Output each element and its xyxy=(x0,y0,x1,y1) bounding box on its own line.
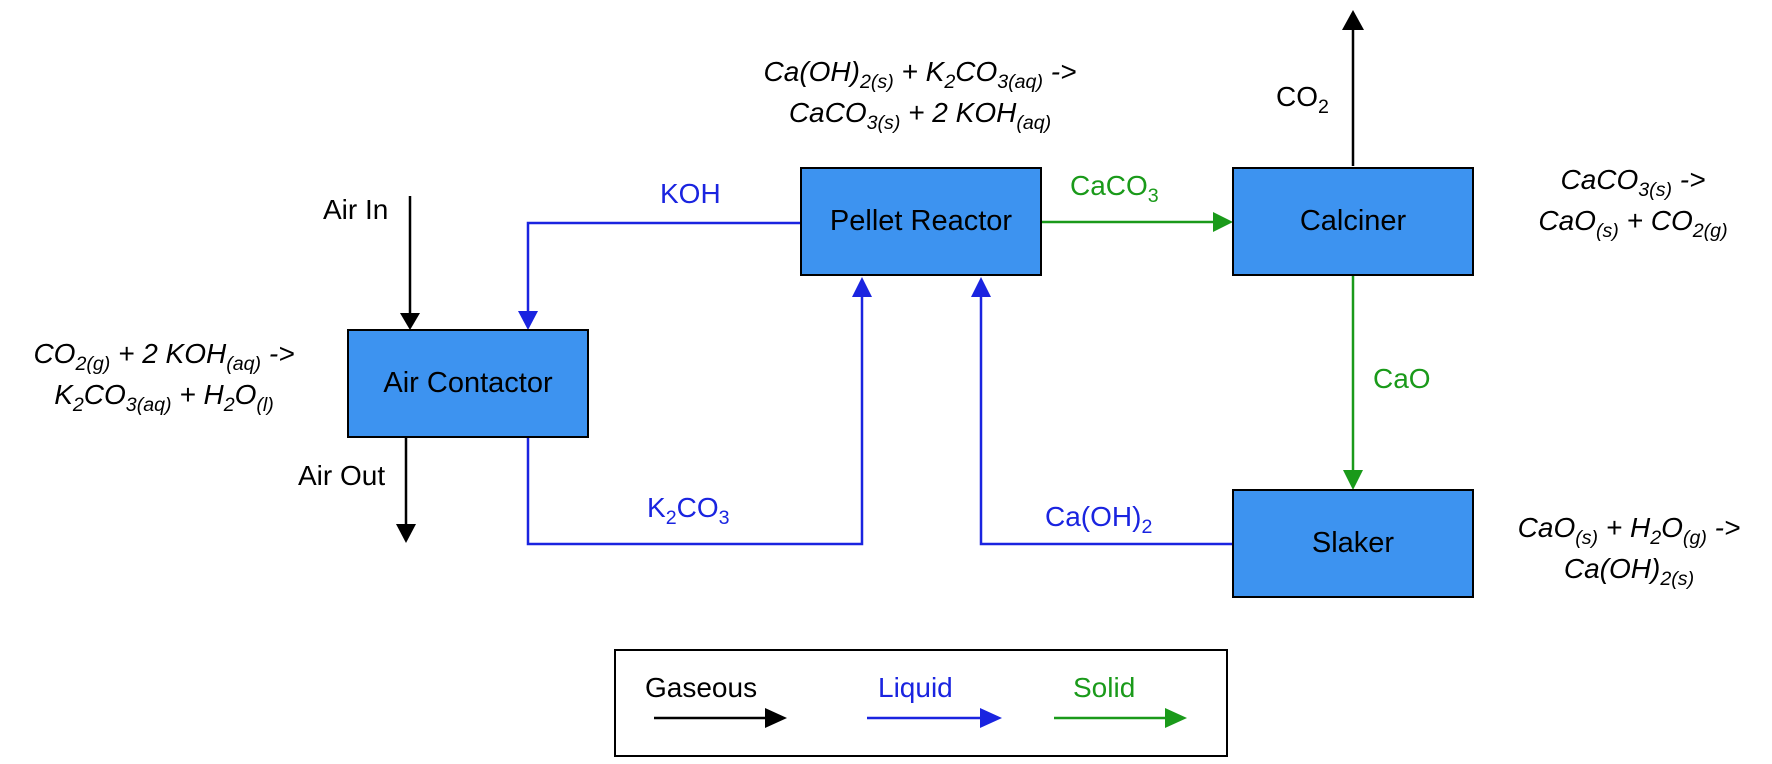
pellet-reactor-equation-line-1: Ca(OH)2(s) + K2CO3(aq) -> xyxy=(763,56,1077,93)
legend-liquid-arrowhead xyxy=(980,708,1002,728)
co2-arrowhead xyxy=(1342,10,1364,30)
caco3-arrowhead xyxy=(1213,212,1233,232)
air-out-arrowhead xyxy=(396,524,416,543)
calciner-block: Calciner xyxy=(1232,167,1474,276)
air-in-label: Air In xyxy=(323,194,389,225)
cao-arrowhead xyxy=(1343,470,1363,490)
koh-line xyxy=(526,221,800,315)
legend-solid-arrowhead xyxy=(1165,708,1187,728)
caco3-label: CaCO3 xyxy=(1070,170,1159,207)
pellet-reactor-block: Pellet Reactor xyxy=(800,167,1042,276)
caoh2-arrowhead xyxy=(971,277,991,297)
caoh2-label: Ca(OH)2 xyxy=(1045,501,1153,538)
pellet-reactor-equation: Ca(OH)2(s) + K2CO3(aq) -> CaCO3(s) + 2 K… xyxy=(720,52,1120,133)
calciner-label: Calciner xyxy=(1299,205,1407,237)
calciner-equation-line-1: CaCO3(s) -> xyxy=(1560,164,1706,201)
calciner-equation: CaCO3(s) -> CaO(s) + CO2(g) xyxy=(1498,160,1768,241)
caoh2-line xyxy=(979,292,1233,546)
air-contactor-block: Air Contactor xyxy=(347,329,589,438)
air-in-arrowhead xyxy=(400,313,420,330)
air-contactor-equation-line-2: K2CO3(aq) + H2O(l) xyxy=(54,378,274,416)
pellet-reactor-label: Pellet Reactor xyxy=(829,205,1013,237)
calciner-equation-line-2: CaO(s) + CO2(g) xyxy=(1538,204,1728,242)
k2co3-label: K2CO3 xyxy=(647,492,730,529)
k2co3-line xyxy=(526,292,864,546)
slaker-label: Slaker xyxy=(1311,527,1395,559)
slaker-equation-line-2: Ca(OH)2(s) xyxy=(1563,552,1695,590)
legend-gaseous-arrowhead xyxy=(765,708,787,728)
co2-label: CO2 xyxy=(1276,81,1329,118)
air-out-label: Air Out xyxy=(298,460,386,491)
legend-solid-label: Solid xyxy=(1073,672,1136,703)
pellet-reactor-equation-line-2: CaCO3(s) + 2 KOH(aq) xyxy=(788,96,1052,134)
legend xyxy=(614,649,1228,757)
legend-liquid-label: Liquid xyxy=(878,672,953,703)
legend-gaseous-label: Gaseous xyxy=(645,672,758,703)
slaker-block: Slaker xyxy=(1232,489,1474,598)
koh-label: KOH xyxy=(660,178,721,209)
koh-arrowhead xyxy=(518,311,538,330)
cao-label: CaO xyxy=(1373,363,1431,394)
slaker-equation-line-1: CaO(s) + H2O(g) -> xyxy=(1517,512,1741,549)
air-contactor-equation: CO2(g) + 2 KOH(aq) -> K2CO3(aq) + H2O(l) xyxy=(4,334,324,415)
air-contactor-label: Air Contactor xyxy=(383,367,553,399)
slaker-equation: CaO(s) + H2O(g) -> Ca(OH)2(s) xyxy=(1490,508,1768,589)
air-contactor-equation-line-1: CO2(g) + 2 KOH(aq) -> xyxy=(33,338,295,375)
k2co3-arrowhead xyxy=(852,277,872,297)
